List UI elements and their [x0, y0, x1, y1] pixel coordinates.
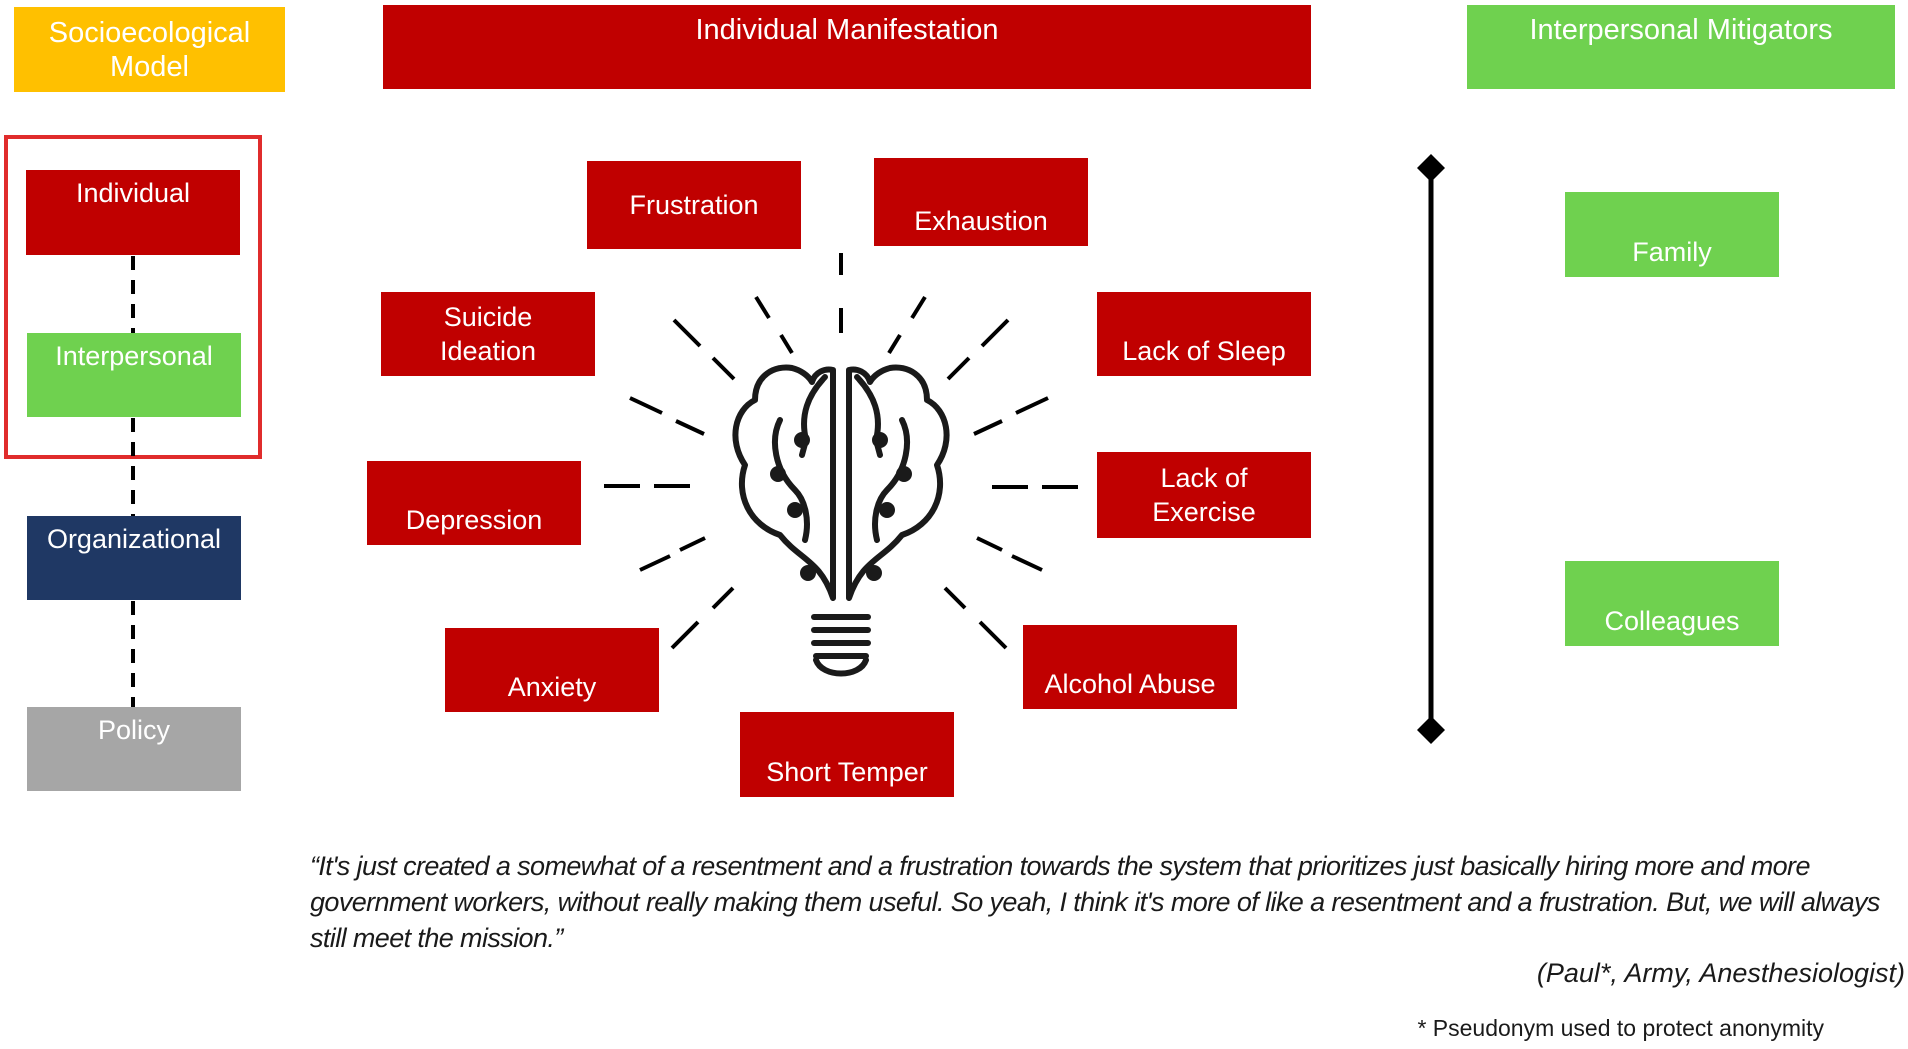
- mitigator-colleagues: Colleagues: [1565, 561, 1779, 646]
- pseudonym-footnote: * Pseudonym used to protect anonymity: [1417, 1015, 1824, 1041]
- level-interpersonal: Interpersonal: [27, 333, 241, 417]
- manifestation-exhaustion: Exhaustion: [874, 158, 1088, 246]
- level-organizational: Organizational: [27, 516, 241, 600]
- participant-quote: “It's just created a somewhat of a resen…: [310, 851, 1880, 953]
- manifestation-depression: Depression: [367, 461, 581, 545]
- individual-manifestation-header: Individual Manifestation: [383, 5, 1311, 89]
- manifestation-short-temper: Short Temper: [740, 712, 954, 797]
- level-policy: Policy: [27, 707, 241, 791]
- mitigator-family: Family: [1565, 192, 1779, 277]
- level-individual: Individual: [26, 170, 240, 255]
- manifestation-suicide-ideation: Suicide Ideation: [381, 292, 595, 376]
- manifestation-frustration: Frustration: [587, 161, 801, 249]
- double-diamond-arrow-icon: [1417, 154, 1445, 744]
- radiating-rays: [604, 253, 1078, 650]
- manifestation-anxiety: Anxiety: [445, 628, 659, 712]
- manifestation-alcohol-abuse: Alcohol Abuse: [1023, 625, 1237, 709]
- highlight-frame: [4, 135, 262, 459]
- manifestation-lack-of-sleep: Lack of Sleep: [1097, 292, 1311, 376]
- interpersonal-mitigators-header: Interpersonal Mitigators: [1467, 5, 1895, 89]
- brain-lightbulb-icon: [732, 364, 950, 677]
- socioecological-model-header: Socioecological Model: [14, 7, 285, 92]
- quote-attribution: (Paul*, Army, Anesthesiologist): [1536, 958, 1905, 988]
- manifestation-lack-of-exercise: Lack of Exercise: [1097, 452, 1311, 538]
